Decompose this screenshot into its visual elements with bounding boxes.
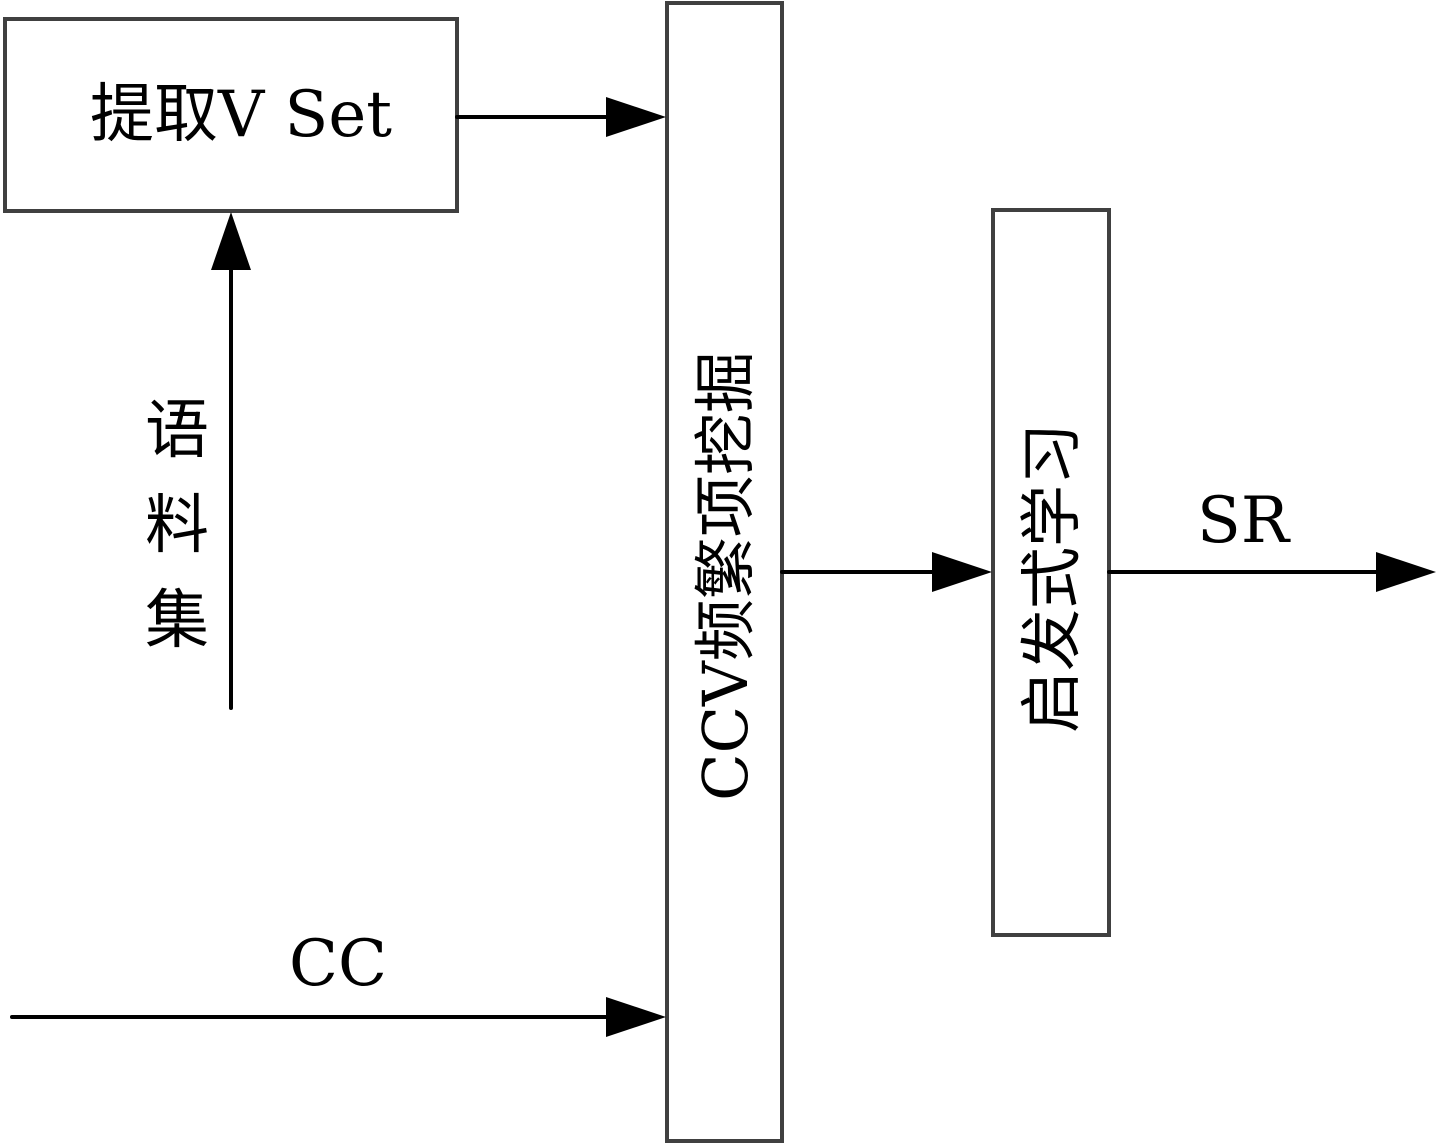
cc-label: CC: [289, 927, 387, 1001]
arrow-heuristic-to-sr: SR: [1107, 484, 1436, 592]
heuristic-learning-box: [991, 208, 1111, 937]
corpus-label-char: 集: [145, 584, 209, 658]
ccv-mining-label: CCV频繁项挖掘: [689, 351, 762, 801]
arrow-ccv-to-heuristic: [780, 552, 992, 592]
corpus-label-char: 语: [145, 394, 209, 468]
arrowhead-icon: [932, 552, 992, 592]
arrowhead-icon: [606, 97, 666, 137]
sr-label: SR: [1197, 484, 1291, 558]
ccv-mining-node: CCV频繁项挖掘: [665, 1, 784, 1143]
arrow-extract-to-ccv: [455, 97, 666, 137]
arrowhead-icon: [211, 212, 251, 270]
heuristic-learning-node: 启发式学习: [991, 208, 1111, 937]
arrow-cc-to-ccv: CC: [10, 927, 666, 1037]
arrow-corpus-to-extract: 语 料 集: [145, 212, 251, 710]
arrowhead-icon: [606, 997, 666, 1037]
ccv-mining-box: [665, 1, 784, 1143]
extract-vset-node: 提取V Set: [3, 17, 459, 213]
extract-vset-box: [3, 17, 459, 213]
corpus-label-char: 料: [145, 489, 209, 563]
arrowhead-icon: [1376, 552, 1436, 592]
heuristic-learning-label: 启发式学习: [1015, 423, 1088, 733]
extract-vset-label: 提取V Set: [90, 78, 392, 152]
